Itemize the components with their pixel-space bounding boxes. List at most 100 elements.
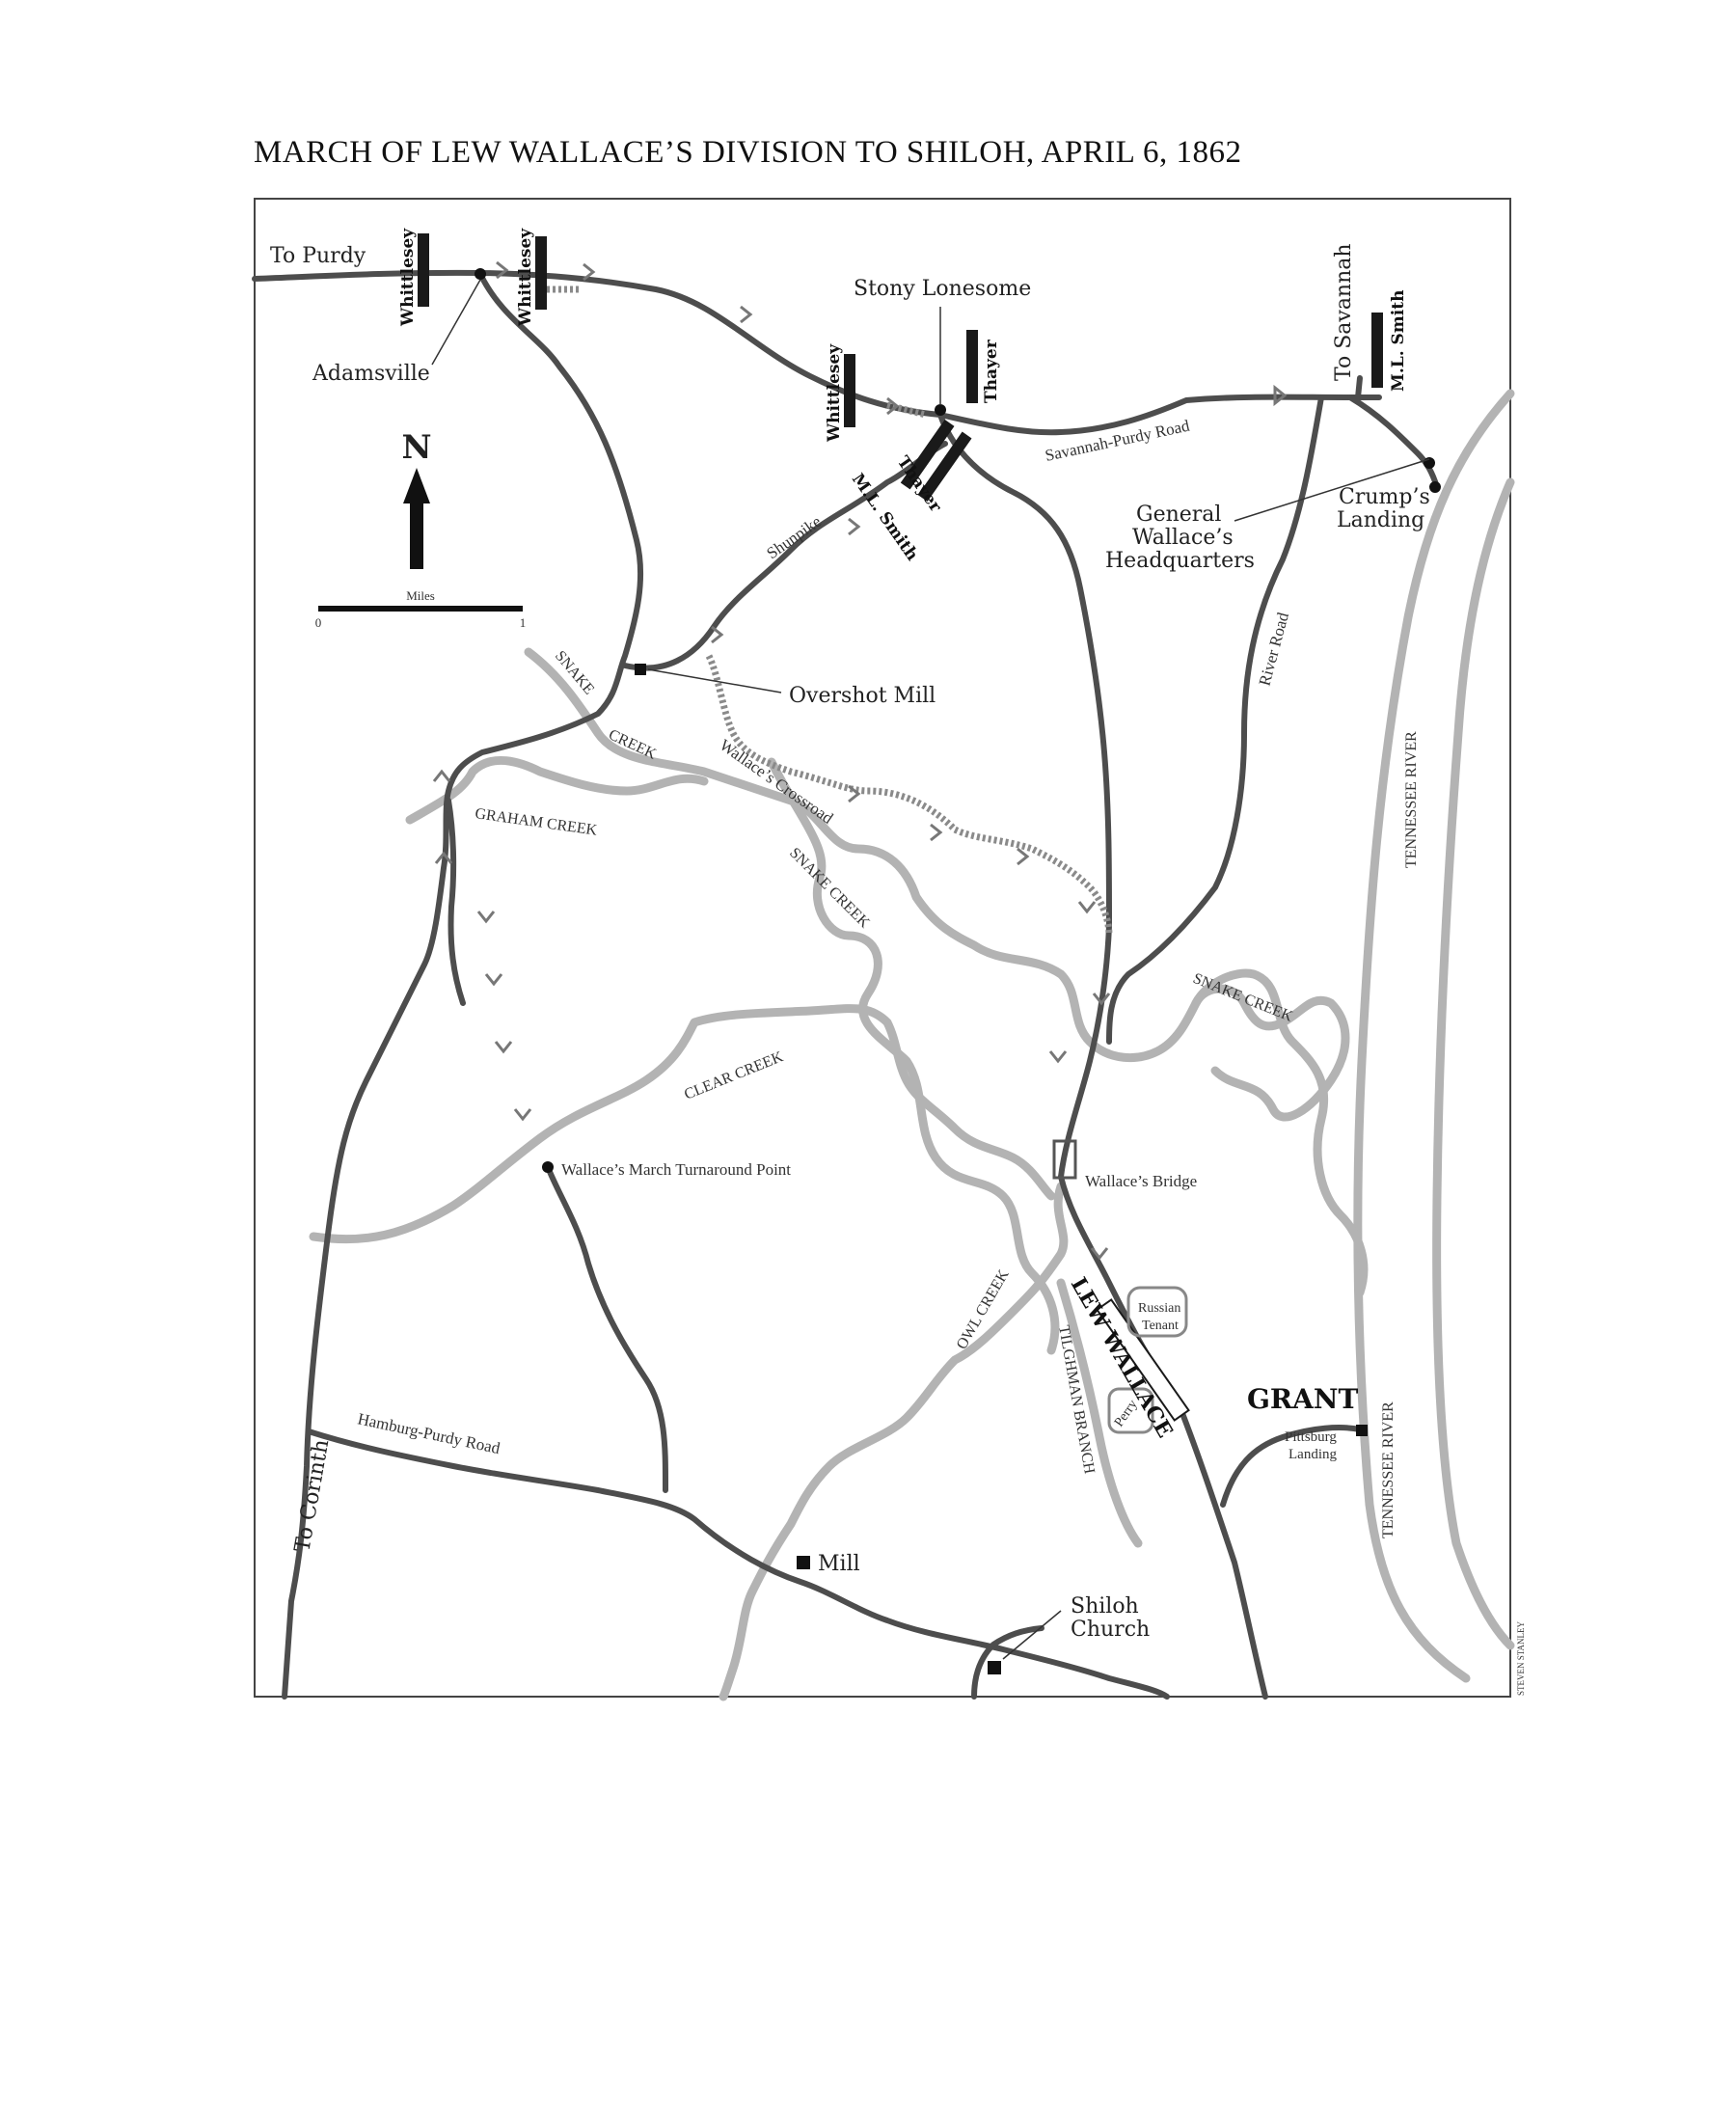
march-chevron xyxy=(494,1041,513,1054)
march-chevron xyxy=(1048,1050,1068,1064)
unit-bar-thayer-1 xyxy=(966,330,978,403)
scale-bar-line xyxy=(318,606,523,612)
stony-lonesome-marker xyxy=(935,404,946,416)
tennessee-river-west-bank xyxy=(1353,389,1515,1683)
march-chevron xyxy=(711,625,724,644)
adamsville-label: Adamsville xyxy=(312,362,430,386)
unit-bar-whittlesey-2 xyxy=(535,236,547,310)
russian-tenant-label-1: Russian xyxy=(1138,1301,1180,1316)
hq-label-1: General xyxy=(1136,503,1221,527)
scale-unit-label: Miles xyxy=(406,588,435,603)
headquarters-marker xyxy=(1429,481,1441,493)
snake-creek-label-1: SNAKE xyxy=(552,648,597,698)
pittsburg-label-2: Landing xyxy=(1288,1447,1337,1462)
tennessee-river-east-bank xyxy=(1432,477,1515,1650)
hq-label-3: Headquarters xyxy=(1105,549,1255,573)
grant-label: GRANT xyxy=(1247,1383,1359,1415)
direction-markers xyxy=(432,260,1288,1261)
north-arrow-head xyxy=(403,468,430,503)
snake-creek-east xyxy=(1191,968,1369,1297)
march-chevron xyxy=(930,823,943,842)
march-route-crossroad xyxy=(705,654,1113,937)
map-frame xyxy=(254,198,1511,1698)
overshot-mill-label: Overshot Mill xyxy=(789,684,936,708)
bridge-label: Wallace’s Bridge xyxy=(1085,1172,1197,1190)
march-chevron xyxy=(848,517,861,536)
russian-tenant-field xyxy=(1126,1286,1188,1338)
overshot-mill-marker xyxy=(635,664,646,675)
map-title: MARCH OF LEW WALLACE’S DIVISION TO SHILO… xyxy=(254,135,1242,170)
to-savannah-label: To Savannah xyxy=(1332,243,1356,381)
tennessee-river-label-2: TENNESSEE RIVER xyxy=(1380,1401,1397,1538)
shiloh-church-spur xyxy=(971,1625,1044,1700)
whittlesey-label-1: Whittlesey xyxy=(398,228,418,327)
march-chevron xyxy=(1077,901,1097,914)
shiloh-label-1: Shiloh xyxy=(1071,1594,1139,1619)
march-chevron xyxy=(434,851,453,864)
hq-label-2: Wallace’s xyxy=(1132,526,1234,550)
crumps-landing-road xyxy=(1347,394,1440,490)
pittsburg-label-1: Pittsburg xyxy=(1285,1429,1337,1445)
scale-bar: Miles 0 1 xyxy=(315,588,527,630)
north-label: N xyxy=(401,428,431,467)
to-purdy-label: To Purdy xyxy=(270,244,366,268)
march-routes xyxy=(535,286,1113,937)
leader-lines xyxy=(431,279,1430,1660)
north-arrow: N xyxy=(401,428,432,569)
adamsville-marker xyxy=(475,268,486,280)
mill-marker xyxy=(797,1556,810,1569)
adamsville-south-road xyxy=(282,271,644,1700)
to-corinth-label: To Corinth xyxy=(290,1437,334,1554)
owl-creek xyxy=(719,1182,1069,1701)
march-chevron xyxy=(583,262,596,282)
turnaround-marker xyxy=(542,1161,554,1173)
march-chevron xyxy=(886,396,900,416)
march-chevron xyxy=(1273,384,1288,407)
snake-creek-mid-label: SNAKE CREEK xyxy=(786,845,873,932)
snake-creek-upper xyxy=(524,647,1350,1122)
river-road xyxy=(1106,394,1324,1045)
to-savannah-road xyxy=(1355,375,1363,400)
snake-creek-east-label: SNAKE CREEK xyxy=(1191,970,1296,1025)
tennessee-river-label-1: TENNESSEE RIVER xyxy=(1403,731,1420,868)
artist-credit: STEVEN STANLEY xyxy=(1516,1620,1526,1696)
thayer-label-1: Thayer xyxy=(982,339,1001,403)
turnaround-road xyxy=(545,1164,668,1493)
adamsville-leader xyxy=(431,279,481,366)
graham-creek-label: GRAHAM CREEK xyxy=(474,805,598,839)
shunpike-road xyxy=(622,441,948,671)
march-chevron xyxy=(1090,1247,1109,1261)
clear-creek-label: CLEAR CREEK xyxy=(682,1048,786,1103)
clear-creek xyxy=(309,1004,1056,1244)
stony-lonesome-label: Stony Lonesome xyxy=(854,277,1031,301)
shiloh-label-2: Church xyxy=(1071,1618,1150,1642)
unit-markers xyxy=(418,233,1383,1422)
march-route-north xyxy=(535,286,927,419)
crumps-label-1: Crump’s xyxy=(1339,485,1430,509)
north-arrow-shaft xyxy=(410,497,423,569)
unit-bar-thayer-smith-stack xyxy=(900,419,972,502)
stony-lonesome-south-road xyxy=(937,412,1112,1180)
march-chevron xyxy=(484,973,503,987)
shiloh-church-marker xyxy=(988,1661,1001,1674)
hamburg-purdy-road xyxy=(306,1428,1170,1700)
perry-field xyxy=(1107,1387,1154,1434)
march-chevron xyxy=(1092,993,1111,1006)
march-chevron xyxy=(513,1108,532,1122)
crumps-label-2: Landing xyxy=(1337,508,1424,532)
unit-bar-whittlesey-1 xyxy=(418,233,429,307)
pittsburg-landing-marker xyxy=(1356,1425,1368,1436)
whittlesey-label-3: Whittlesey xyxy=(825,343,844,443)
march-chevron xyxy=(740,305,753,324)
shiloh-church-leader xyxy=(1002,1610,1062,1660)
tilghman-branch xyxy=(1056,1278,1143,1548)
march-chevron xyxy=(848,784,861,803)
mill-label: Mill xyxy=(818,1552,860,1576)
crumps-landing-marker xyxy=(1424,457,1435,469)
march-chevron xyxy=(432,769,451,782)
scale-start-label: 0 xyxy=(315,615,322,630)
point-markers xyxy=(475,268,1441,1674)
unit-bar-whittlesey-3 xyxy=(844,354,855,427)
turnaround-label: Wallace’s March Turnaround Point xyxy=(561,1160,791,1179)
